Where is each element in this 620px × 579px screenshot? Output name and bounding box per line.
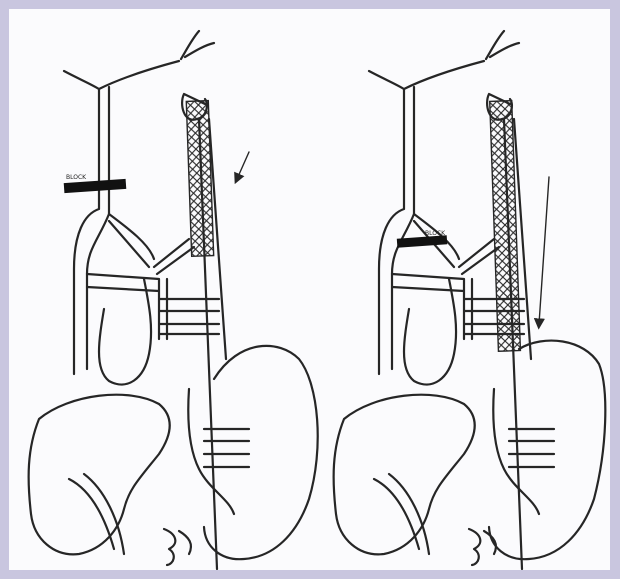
left-spleen-stomach (204, 346, 318, 559)
right-block-band (397, 235, 448, 247)
right-spleen-stomach (489, 341, 605, 560)
right-stent-connector (459, 239, 499, 274)
left-kidney-star (164, 529, 191, 565)
left-block-label: BLOCK (66, 174, 87, 181)
left-stent-mesh (186, 101, 213, 257)
left-stent-connector (154, 239, 194, 274)
figure-panel: BLOCK BLOCK (9, 9, 610, 570)
right-arrow (539, 177, 549, 324)
right-stomach-outline (404, 279, 456, 385)
right-diagram: BLOCK (334, 31, 606, 569)
left-duodenum (188, 389, 249, 514)
right-kidney-star (469, 529, 496, 565)
right-lower-vessels (374, 474, 429, 554)
left-diagram: BLOCK (29, 31, 318, 569)
diagram-canvas: BLOCK BLOCK (9, 9, 610, 570)
right-liver-outline (334, 395, 475, 555)
left-stomach-outline (99, 279, 151, 385)
right-duodenum (493, 389, 554, 514)
left-liver-outline (29, 395, 170, 555)
left-lower-vessels (69, 474, 124, 554)
left-arrow (237, 152, 249, 179)
right-block-label: BLOCK (425, 230, 446, 237)
